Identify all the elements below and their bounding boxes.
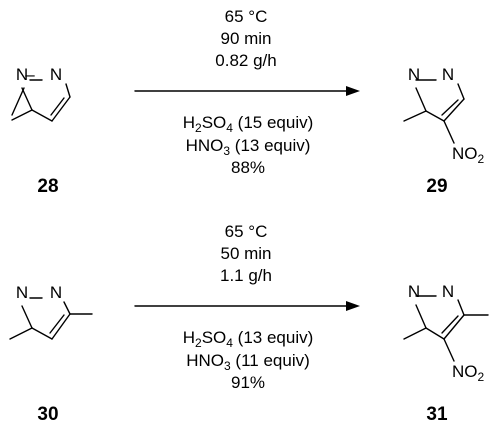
atom-n1: N — [16, 65, 28, 84]
atom-n1: N — [408, 65, 420, 84]
reagent-h2so4: H2SO4 (15 equiv) — [183, 113, 314, 135]
compound-label-28: 28 — [37, 176, 58, 197]
compound-28-structure: N – N — [11, 65, 71, 122]
bond-dash: – — [25, 65, 35, 84]
reagent-h2so4: H2SO4 (13 equiv) — [183, 328, 314, 350]
reaction-1: N – N 28 65 °C 90 min 0.82 g/h H2SO4 (15… — [11, 7, 485, 197]
condition-rate: 0.82 g/h — [215, 51, 276, 70]
atom-n1: N — [408, 282, 420, 301]
atom-n2: N — [442, 282, 454, 301]
reaction-arrow-2 — [134, 301, 360, 311]
condition-time: 50 min — [220, 244, 271, 263]
condition-rate: 1.1 g/h — [220, 266, 272, 285]
yield: 88% — [231, 158, 265, 177]
nitro-group: NO2 — [452, 144, 485, 166]
compound-label-29: 29 — [426, 176, 447, 197]
condition-temperature: 65 °C — [225, 222, 268, 241]
compound-30-structure: N N — [9, 283, 93, 340]
compound-31-structure: N N NO2 — [403, 282, 489, 384]
atom-n2: N — [50, 65, 62, 84]
reagent-hno3: HNO3 (11 equiv) — [186, 351, 310, 373]
reagent-hno3: HNO3 (13 equiv) — [186, 136, 311, 158]
atom-n2: N — [50, 283, 62, 302]
compound-label-30: 30 — [37, 404, 58, 425]
compound-29-structure: N N NO2 — [403, 65, 485, 166]
atom-n2: N — [442, 65, 454, 84]
yield: 91% — [231, 373, 265, 392]
nitro-group: NO2 — [452, 362, 485, 384]
condition-temperature: 65 °C — [225, 7, 268, 26]
reaction-arrow-1 — [134, 86, 360, 96]
atom-n1: N — [16, 283, 28, 302]
reaction-2: N N 30 65 °C 50 min 1.1 g/h H2SO4 (13 eq… — [9, 222, 489, 425]
condition-time: 90 min — [220, 29, 271, 48]
compound-label-31: 31 — [426, 404, 448, 425]
